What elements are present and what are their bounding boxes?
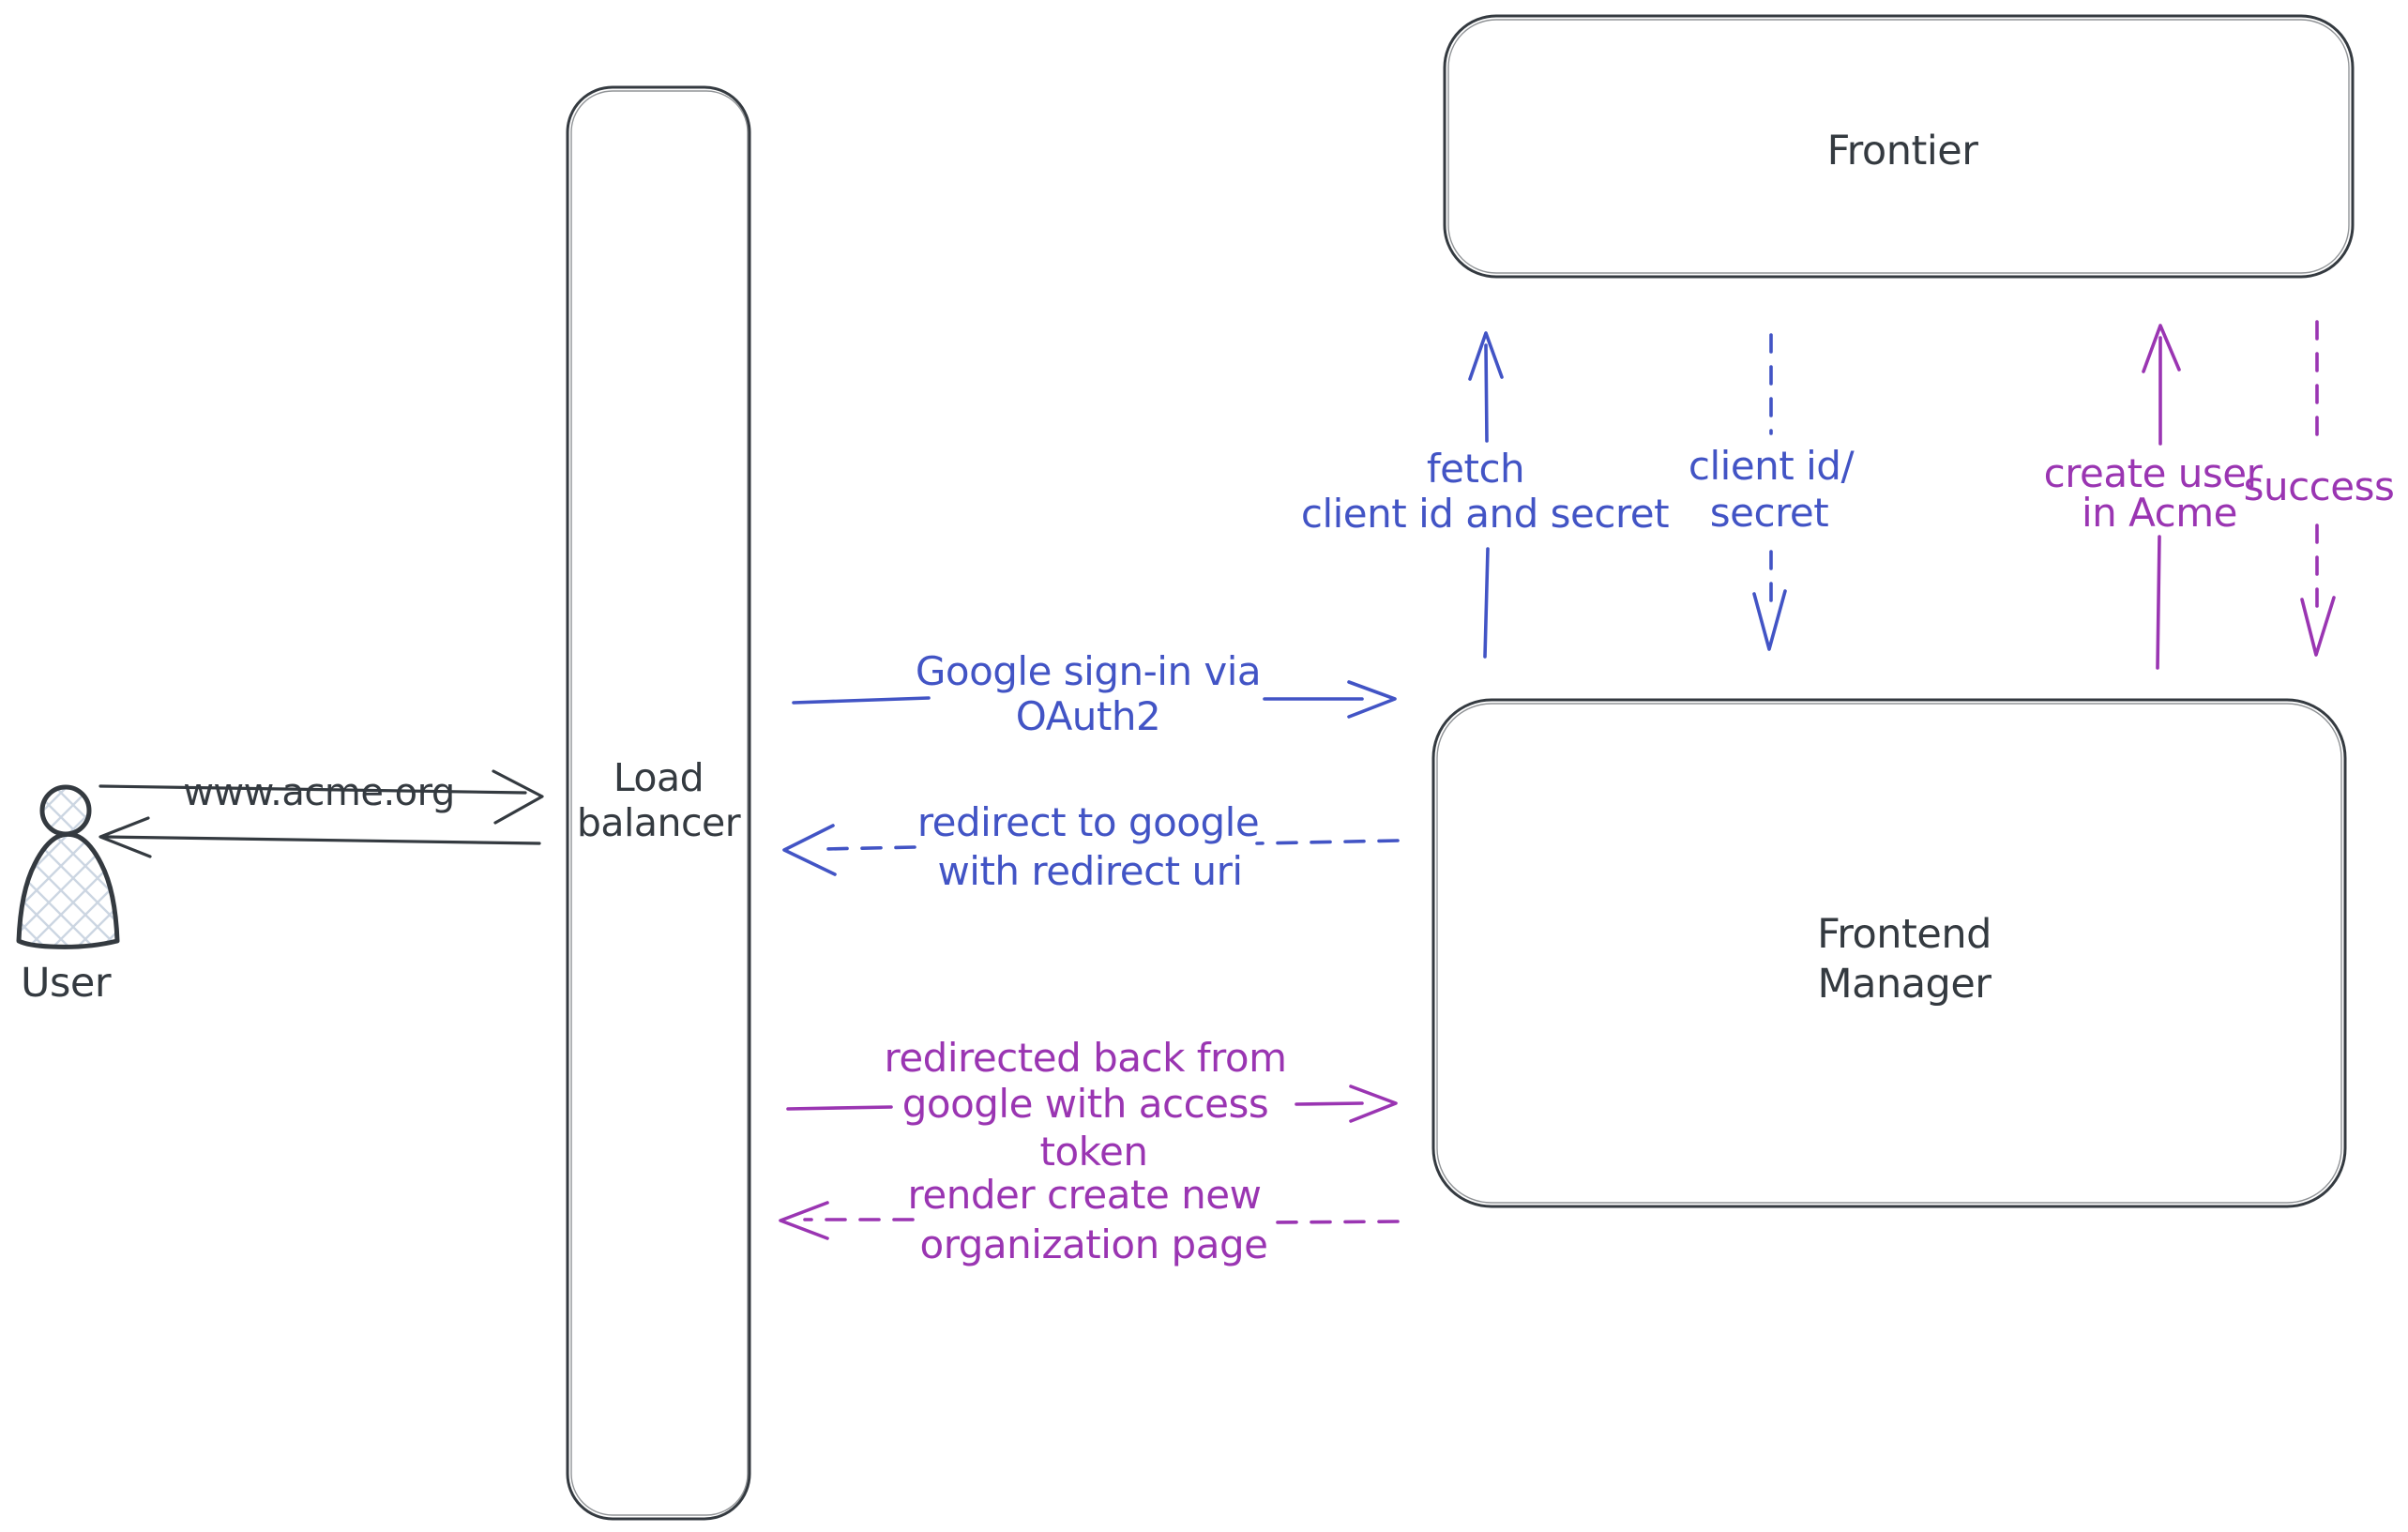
edge-user-request-arrowhead [492,769,544,825]
user-icon-head [39,784,92,837]
user-label: User [21,960,112,1007]
edge-google-signin[interactable]: Google sign-in via OAuth2 [792,648,1397,739]
edge-redirected-back[interactable]: redirected back from google with access … [786,1035,1398,1175]
frontier-box[interactable] [1443,14,2355,279]
edge-user-request[interactable]: www.acme.org [98,769,544,825]
edge-create-user-label-line2: in Acme [2082,490,2237,536]
edge-redirected-back-arrowhead [1349,1085,1398,1123]
edge-fetch-label-line2: client id and secret [1301,491,1669,537]
edge-redirect-arrowhead [782,824,837,876]
user-icon-body [16,831,120,949]
edge-redirected-back-line-right [1295,1101,1364,1106]
edge-response-line [103,835,541,845]
frontend-manager-label-line1: Frontend [1817,911,1992,958]
edge-render-label-line2: organization page [920,1221,1268,1267]
edge-success-arrowhead [2300,596,2336,657]
load-balancer-box[interactable] [566,85,751,1521]
edge-response-arrowhead [98,816,152,858]
frontier-label: Frontier [1827,128,1979,174]
edge-client-id-arrowhead [1752,589,1787,651]
edge-redirected-back-label-line3: token [1040,1129,1148,1175]
edge-render-arrowhead [779,1201,829,1240]
edge-fetch-arrowhead [1468,331,1504,381]
edge-google-signin-arrowhead [1347,680,1397,719]
frontier-box-sketch [1447,19,2350,274]
edge-fetch-client[interactable]: fetch client id and secret [1301,331,1670,659]
frontier-node[interactable]: Frontier [1443,14,2355,279]
edge-redirected-back-label-line2: google with access [902,1081,1269,1127]
user-node[interactable]: User [16,784,120,1007]
edge-client-id-label-line1: client id/ [1689,443,1855,489]
edge-redirect-label-line2: with redirect uri [937,848,1242,894]
edge-create-user-arrowhead [2142,324,2181,373]
edge-redirect-to-google[interactable]: redirect to google with redirect uri [782,799,1400,894]
edge-user-request-line [98,784,527,795]
edge-success[interactable]: success [2244,320,2395,657]
user-icon [16,784,120,949]
edge-redirected-back-line-left [786,1105,893,1111]
edge-render-org-page[interactable]: render create new organization page [779,1172,1400,1267]
edge-google-signin-line-left [792,696,931,705]
edge-fetch-label-line1: fetch [1427,446,1524,492]
edge-fetch-line-bottom [1483,547,1490,659]
edge-google-signin-label-line1: Google sign-in via [916,648,1261,694]
edge-redirect-line-right [1255,839,1400,845]
frontend-manager-box[interactable] [1431,698,2347,1208]
frontend-manager-box-sketch [1436,703,2342,1204]
edge-fetch-line-top [1484,343,1489,443]
load-balancer-box-sketch [570,90,749,1516]
edge-create-user[interactable]: create user in Acme [2044,324,2264,670]
frontend-manager-label-line2: Manager [1818,961,1992,1008]
edge-user-request-label: www.acme.org [183,771,455,814]
edge-create-user-label-line1: create user [2044,450,2264,496]
edge-success-label: success [2244,463,2395,509]
edge-redirected-back-label-line1: redirected back from [884,1035,1286,1081]
edge-render-label-line1: render create new [908,1172,1262,1218]
edge-google-signin-label-line2: OAuth2 [1016,693,1160,739]
edge-redirect-line-left [822,845,916,851]
edge-render-line-right [1266,1220,1400,1224]
edge-response-to-user[interactable] [98,816,541,858]
edge-client-id-label-line2: secret [1710,490,1828,536]
edge-client-id-secret[interactable]: client id/ secret [1689,333,1855,651]
edge-create-user-line-bottom [2156,535,2161,670]
load-balancer-label-line1: Load [613,755,704,800]
edge-redirect-label-line1: redirect to google [917,799,1259,845]
frontend-manager-node[interactable]: Frontend Manager [1431,698,2347,1208]
load-balancer-label-line2: balancer [577,800,741,845]
load-balancer-node[interactable]: Load balancer [566,85,751,1521]
